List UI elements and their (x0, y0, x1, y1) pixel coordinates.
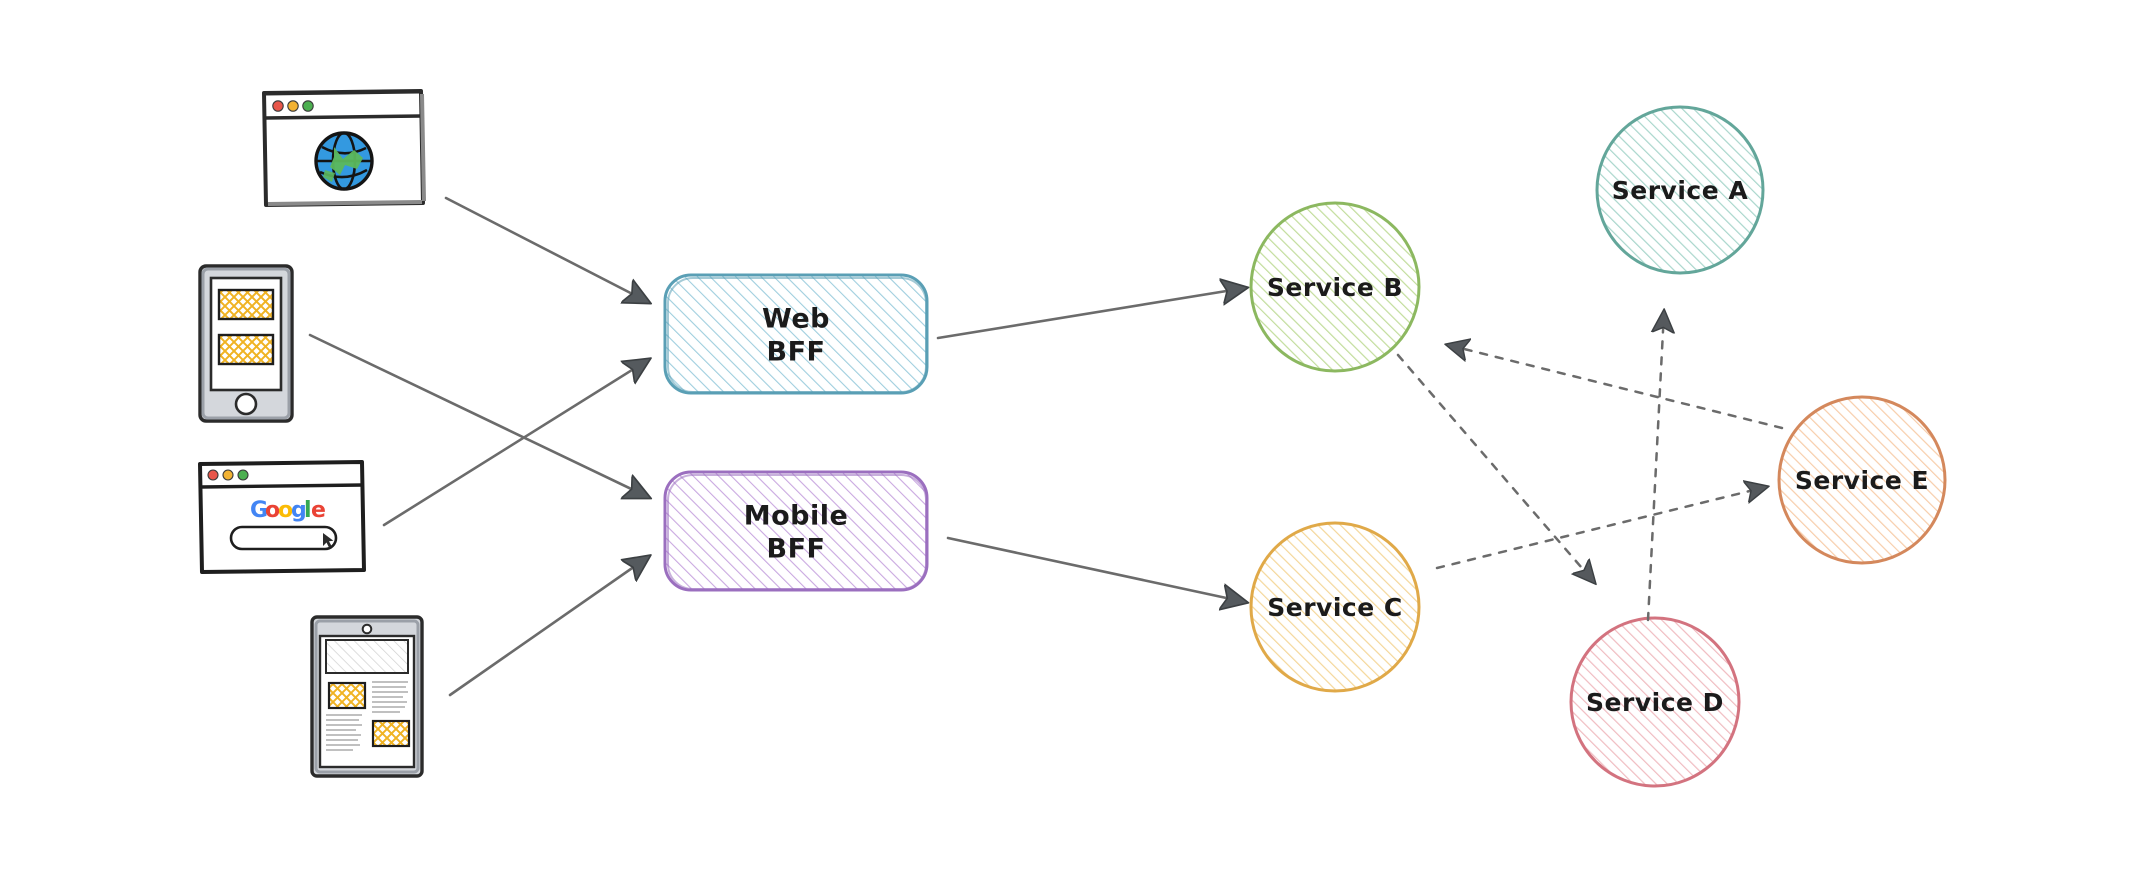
tablet-banner (325, 639, 409, 674)
service-d-label: Service D (1586, 688, 1724, 717)
edge-browser-globe-to-web-bff (444, 196, 648, 302)
edge-tablet-to-mobile-bff (448, 557, 648, 697)
cursor-icon (323, 533, 334, 548)
service-a-label: Service A (1612, 176, 1749, 205)
phone-card-2 (217, 333, 275, 366)
google-wordmark: G o o g l e (250, 498, 326, 523)
mobile-phone-icon (198, 264, 294, 423)
edge-service-b-to-service-d (1396, 353, 1594, 582)
mobile-bff-node[interactable] (663, 470, 929, 592)
browser-dot-red (207, 469, 219, 481)
web-bff-label-line1: Web (762, 304, 830, 335)
mobile-bff-label-line2: BFF (767, 534, 826, 565)
browser-dot-red (272, 100, 284, 112)
service-c-label: Service C (1267, 593, 1402, 622)
browser-dot-yellow (287, 100, 299, 112)
browser-dot-yellow (222, 469, 234, 481)
service-c-node[interactable] (1249, 521, 1421, 693)
edge-service-e-to-service-b (1448, 345, 1784, 430)
edge-mobile-to-mobile-bff (308, 333, 648, 497)
edge-google-to-web-bff (382, 360, 648, 527)
phone-card-1 (217, 288, 275, 321)
mobile-bff-label-line1: Mobile (744, 501, 849, 532)
svg-text:g: g (291, 498, 307, 523)
service-e-node[interactable] (1777, 395, 1947, 565)
tablet-card-1 (327, 681, 367, 710)
svg-text:e: e (311, 498, 326, 523)
svg-text:G: G (250, 498, 268, 523)
service-b-node[interactable] (1249, 201, 1421, 373)
search-input (229, 525, 338, 551)
edge-service-c-to-service-e (1435, 487, 1766, 570)
browser-dot-green (302, 100, 314, 112)
tablet-device-icon (310, 615, 424, 778)
service-a-node[interactable] (1595, 105, 1765, 275)
edge-service-d-to-service-a (1646, 312, 1664, 622)
tablet-camera (361, 623, 373, 635)
edge-mobile-bff-to-service-c (946, 536, 1245, 602)
web-bff-node[interactable] (663, 273, 929, 395)
browser-window-search-icon: G o o g l e (198, 460, 366, 574)
browser-dot-green (237, 469, 249, 481)
svg-text:o: o (278, 498, 293, 523)
web-bff-label-line2: BFF (767, 337, 826, 368)
tablet-text-lines (326, 681, 408, 751)
service-d-node[interactable] (1569, 616, 1741, 788)
tablet-card-2 (371, 719, 411, 748)
svg-text:o: o (265, 498, 280, 523)
browser-window-globe-icon (262, 89, 426, 207)
globe-icon (314, 131, 374, 191)
solid-edges (308, 196, 1245, 697)
svg-text:l: l (304, 498, 312, 523)
service-b-label: Service B (1267, 273, 1403, 302)
dashed-edges (1396, 312, 1784, 622)
edge-web-bff-to-service-b (936, 288, 1245, 340)
service-e-label: Service E (1795, 466, 1929, 495)
phone-home-button (234, 392, 258, 416)
